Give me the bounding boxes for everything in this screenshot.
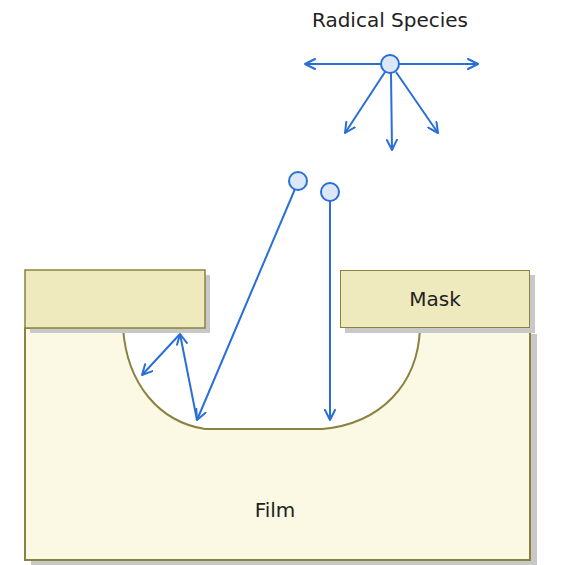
film-body xyxy=(25,328,530,560)
film-layer: Film xyxy=(60,470,490,550)
mask-block xyxy=(25,270,205,328)
radical-arrows xyxy=(142,64,478,420)
radical-particle xyxy=(289,55,399,201)
title-label: Radical Species xyxy=(312,8,468,32)
shadow xyxy=(530,334,537,565)
mask-block: Mask xyxy=(340,270,530,328)
node-label: Film xyxy=(255,498,296,522)
node-label: Mask xyxy=(409,287,461,311)
